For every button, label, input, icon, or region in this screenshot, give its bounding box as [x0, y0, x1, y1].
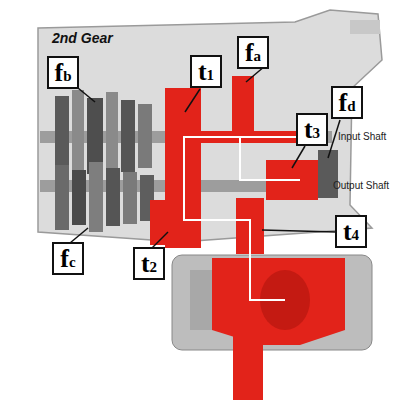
callout-box: fc — [52, 242, 84, 275]
callout-box: fd — [331, 86, 363, 119]
flow-arrow-line — [184, 137, 318, 300]
differential-housing — [172, 255, 372, 350]
gear-stack — [106, 92, 118, 180]
leader-line — [70, 66, 340, 248]
power-flow-parts — [150, 200, 180, 245]
gear-stack — [72, 90, 84, 182]
gear-stack — [121, 100, 135, 172]
shaft-label: Output Shaft — [333, 180, 389, 191]
differential-housing — [172, 255, 372, 350]
leader-line — [152, 232, 168, 248]
gear-stack — [89, 162, 103, 232]
gear-stack — [106, 168, 120, 226]
leader-line — [70, 228, 88, 243]
power-flow-parts — [232, 76, 254, 142]
housing — [38, 10, 382, 242]
flow-arrow-line — [240, 137, 300, 180]
housing — [38, 10, 382, 242]
leader-line — [185, 89, 200, 112]
leader-line — [262, 230, 336, 232]
shaft-label: Input Shaft — [338, 131, 386, 142]
gear-stack — [55, 96, 69, 176]
flow-arrow-line — [184, 137, 318, 300]
housing — [350, 20, 380, 34]
gear-stack — [123, 172, 137, 224]
callout-box: t1 — [190, 55, 222, 88]
callout-box: t3 — [296, 113, 328, 146]
gear-stack — [55, 165, 69, 230]
callout-label: fc — [60, 246, 75, 272]
leader-line — [292, 146, 305, 168]
gear-title: 2nd Gear — [52, 30, 113, 46]
callout-box: t2 — [133, 247, 165, 280]
callout-box: fb — [47, 56, 79, 89]
callout-box: fa — [237, 36, 269, 69]
leader-line — [78, 88, 95, 102]
power-flow-parts — [233, 330, 263, 400]
callout-label: t1 — [198, 59, 214, 85]
gear-stack — [72, 170, 86, 225]
callout-label: t4 — [343, 219, 359, 245]
callout-label: t2 — [141, 251, 157, 277]
callout-label: fa — [245, 40, 261, 66]
power-flow-parts — [150, 76, 345, 400]
callout-label: t3 — [304, 117, 320, 143]
gear-stack — [138, 104, 152, 168]
power-flow-parts — [212, 258, 345, 345]
callout-label: fb — [54, 60, 71, 86]
callout-box: t4 — [335, 215, 367, 248]
callout-label: fd — [338, 90, 355, 116]
